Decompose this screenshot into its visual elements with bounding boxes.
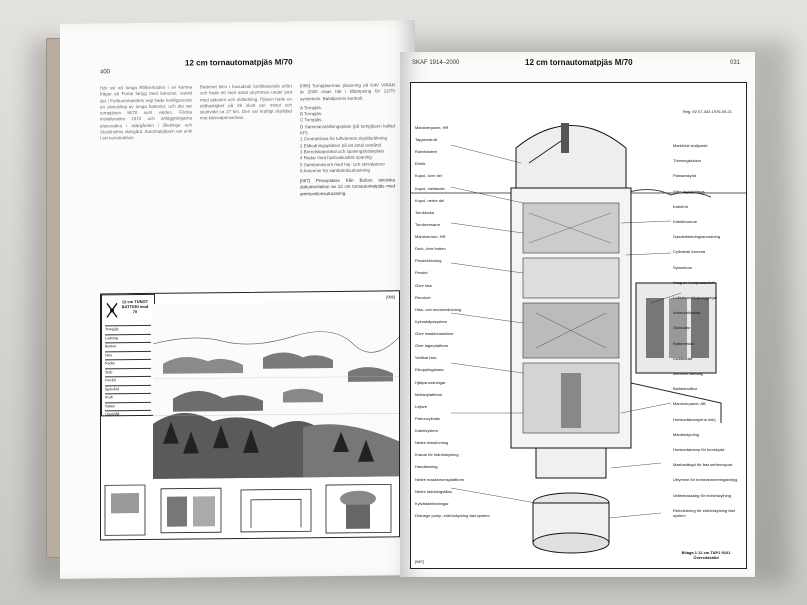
cutaway-label: Horisontalramp för tornskydd xyxy=(673,447,725,452)
cutaway-label: Laddborad xyxy=(673,355,693,361)
left-column-1-text: Här sst att tunga Rtillverkades i av kom… xyxy=(100,84,192,141)
cutaway-label: Över lagerplatform xyxy=(415,343,449,349)
cutaway-label: Vertikal hiss xyxy=(415,355,437,361)
legend-list-item: D Sammanställningsplats (på tornpjäsen k… xyxy=(300,123,395,136)
cutaway-label: Ammunitionstal xyxy=(673,310,701,316)
right-page-title: 12 cm tornautomatpjäs M/70 xyxy=(525,58,633,67)
cutaway-label: Manöverhandlag xyxy=(673,371,703,376)
cutaway-label: Masinstängd för fast seritrunsport xyxy=(673,462,733,468)
cutaway-label: Sylarnkorn xyxy=(673,264,693,270)
figure-reference: Reg. 92 07-343 1976-09-21 xyxy=(682,109,732,114)
cutaway-label: Tömningsluckor xyxy=(673,158,702,164)
figure-legend-title: 12 cm TUNGT BATTERI mod 70 xyxy=(121,298,149,315)
right-running-head: SKAF 1914–2000 xyxy=(412,60,460,66)
cutaway-label: Kranar för eldrörskylning xyxy=(415,452,459,458)
cutaway-label: Handlanning xyxy=(415,464,438,470)
cutaway-label: Hiss- och revolverdrivning xyxy=(415,306,462,312)
right-page-number: 031 xyxy=(730,60,741,66)
cutaway-label: Patroncylinder xyxy=(415,415,441,421)
cutaway-label: Manöverpanel, HR xyxy=(415,125,449,130)
left-column-3: [086] Tornpjäsernas placering på KAV VIR… xyxy=(300,82,395,197)
right-page: SKAF 1914–2000 12 cm tornautomatpjäs M/7… xyxy=(400,52,755,577)
cutaway-label: Gasdetekteringsanordning xyxy=(673,234,720,240)
left-column-1: Här sst att tunga Rtillverkades i av kom… xyxy=(100,84,192,142)
cutaway-label: Tornklocka xyxy=(415,209,435,215)
left-page-title: 12 cm tornautomatpjäs M/70 xyxy=(185,57,293,68)
cutaway-label: Hjälpanordningar xyxy=(415,379,446,385)
cutaway-label: Horisontalrampens mörj xyxy=(673,416,716,422)
left-column-2: Batteriet blev i huvudsak fortifikatoris… xyxy=(200,83,292,122)
cutaway-label: Eldrör xyxy=(415,161,426,167)
cutaway-label: Markhöst slutlpunkt xyxy=(673,143,708,148)
turret-cutaway-drawing xyxy=(411,123,746,554)
cutaway-label: Kabelrör xyxy=(673,203,689,209)
turret-cutaway-figure: Reg. 92 07-343 1976-09-21 xyxy=(410,82,747,569)
right-figure-number: [087] xyxy=(415,559,424,564)
archipelago-landscape-illustration xyxy=(153,301,399,484)
cutaway-label: Utrymme för tornmanövreringsfartyg xyxy=(673,477,738,483)
cutaway-label: Kupol, mellandel xyxy=(415,185,445,191)
cutaway-label: Returledning för eldrörskylning fast sys… xyxy=(673,507,735,518)
legend-list: A Tornpjäs.B Tornpjäs.C Tornpjäs.D Samma… xyxy=(300,104,395,174)
cutaway-label: Kabelsystem xyxy=(415,428,438,434)
left-column-2-text: Batteriet blev i huvudsak fortifikatoris… xyxy=(200,83,292,121)
cutaway-label: Durk, övre botten xyxy=(415,246,446,252)
cutaway-label: Lejlare xyxy=(415,403,428,409)
cutaway-label: Kupol, övre del xyxy=(415,173,442,179)
cutaway-label: Mellanplattform xyxy=(415,391,443,397)
cutaway-label: Rotnfönstret xyxy=(415,149,437,155)
cutaway-label: Mantelstyrning xyxy=(673,431,700,437)
cutaway-label: Kupol, nedre del xyxy=(415,197,445,203)
cutaway-label: Ballastradikor xyxy=(673,386,698,392)
cutaway-label: Nedre laddningslåda xyxy=(415,488,452,494)
cutaway-label: Kabelbrunnar xyxy=(673,219,698,224)
cutaway-label: Yttre skyddslängs xyxy=(673,188,705,194)
cutaway-label: Dränage pump, eldrörskylning fast system xyxy=(415,512,490,518)
cutaway-label: Tornlicensarm xyxy=(415,221,440,227)
cutaway-label: Kylmskåpssystem xyxy=(415,318,448,324)
cutaway-label: Nedre hissdrivning xyxy=(415,440,449,446)
cutaway-label: Revolver xyxy=(415,294,431,300)
cutaway-label: Luftbehandlingsaggregat xyxy=(673,295,718,300)
figure-number: [086] xyxy=(386,294,395,300)
cutaway-label: Pansarskydd xyxy=(673,173,697,179)
legend-list-item: 6 Antenner för sambandsutrustning xyxy=(300,167,371,174)
fig-087-caption: [087] Principskiss från Bofors tekniska … xyxy=(300,177,395,197)
cutaway-label: Tappenstrutt xyxy=(415,137,438,143)
cutaway-label: Manöverrum, HR xyxy=(415,234,446,240)
cutaway-label: Raiberestav xyxy=(673,340,695,346)
cutaway-label: Sidorullar xyxy=(673,325,690,331)
cutaway-label: Nedre maskinrumsplattform xyxy=(415,476,465,482)
cutaway-label: Cylindrisk trumma xyxy=(673,249,706,255)
bunker-cross-section-strip xyxy=(101,476,399,540)
cutaway-label: Intag av kompressorluft xyxy=(673,279,715,285)
fig-086-caption: [086] Tornpjäsernas placering på KAV VIR… xyxy=(300,82,395,101)
left-page: 400 12 cm tornautomatpjäs M/70 Här sst a… xyxy=(60,20,415,579)
cutaway-label: Elkopplingsbara xyxy=(415,367,444,373)
cutaway-label: Vattenbassäng för eldrörskylning xyxy=(673,492,731,498)
cutaway-label: Kylvätskeledningar xyxy=(415,500,449,506)
left-page-number: 400 xyxy=(100,69,111,76)
cutaway-label: Pendeldrivning xyxy=(415,258,442,264)
cutaway-label: Pendel xyxy=(415,270,428,276)
figure-caption-bilaga: Bilaga 1 12 cm TAPJ 9101 Översiktsbild xyxy=(681,550,731,560)
cutaway-label: Övre hiss xyxy=(415,282,432,288)
cutaway-label: Manöverpanel, AB xyxy=(673,401,706,407)
legend-row: Uppehåll xyxy=(105,409,151,419)
crossed-cannons-icon xyxy=(106,302,118,318)
cutaway-label: Övre maskinmaskiner xyxy=(415,331,454,337)
